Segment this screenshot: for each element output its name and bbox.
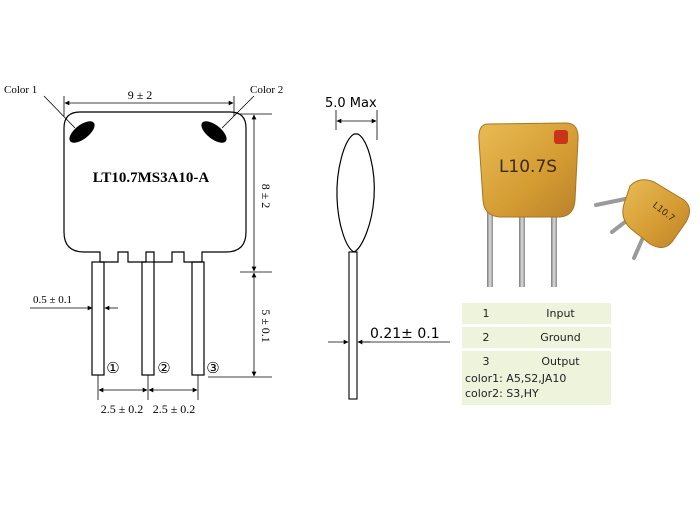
pin-number: 1 [482,307,490,320]
lead-2-outline [141,261,155,376]
width-dim-label: 9 ± 2 [128,88,153,102]
color-mark-2-icon [201,121,227,143]
pitch-dim-label-2: 2.5 ± 0.2 [153,402,196,416]
part-number: LT10.7MS3A10-A [93,170,210,186]
photo-lead-3 [551,212,557,287]
color1-label: Color 1 [4,84,37,96]
photo-color-mark-icon [554,130,568,144]
photo-body [478,122,579,218]
lead-thickness-dim-label: 0.21± 0.1 [370,326,440,342]
component-body-outline [63,111,247,263]
pin-function-table: 1 Input 2 Ground 3 Output color1: A5,S2,… [462,303,611,405]
photo-side-lead-1 [594,196,632,207]
component-photo-side: L10.7 [594,179,690,260]
side-view: 5.0 Max 0.21± 0.1 [325,96,450,400]
pin-number: 2 [482,331,490,344]
pin-number: 3 [482,355,490,368]
front-view [63,111,247,376]
component-photo-front: L10.7S [478,122,579,287]
lead-length-dim-label: 5 ± 0.1 [259,309,273,343]
pitch-dim-label-1: 2.5 ± 0.2 [101,402,144,416]
color1-note: color1: A5,S2,JA10 [465,372,567,385]
color2-label: Color 2 [250,84,283,96]
height-dim-label: 8 ± 2 [259,184,273,209]
photo-lead-1 [487,212,493,287]
pin-label-1: ① [106,361,119,377]
pin-label-2: ② [157,361,170,377]
photo-side-body [622,179,690,248]
lead-1-outline [91,261,105,376]
color-mark-1-icon [69,121,95,143]
table-row: 1 Input [462,303,611,324]
color1-leader [43,95,76,129]
color2-note: color2: S3,HY [465,387,539,400]
table-row: 2 Ground [462,327,611,348]
pin-label-3: ③ [206,361,219,377]
lead-3-outline [191,261,205,376]
side-body-outline [336,133,375,253]
lead-width-dim-label: 0.5 ± 0.1 [33,294,72,306]
pin-function: Input [546,307,575,320]
photo-lead-2 [519,212,525,287]
color-notes: color1: A5,S2,JA10 color2: S3,HY [462,371,611,405]
photo-front-marking: L10.7S [499,157,557,177]
table-row: 3 Output [462,351,611,372]
color2-leader [221,95,255,129]
pin-function: Output [541,355,580,368]
side-lead-outline [348,251,358,400]
thickness-dim-label: 5.0 Max [325,96,377,111]
pin-function: Ground [540,331,581,344]
